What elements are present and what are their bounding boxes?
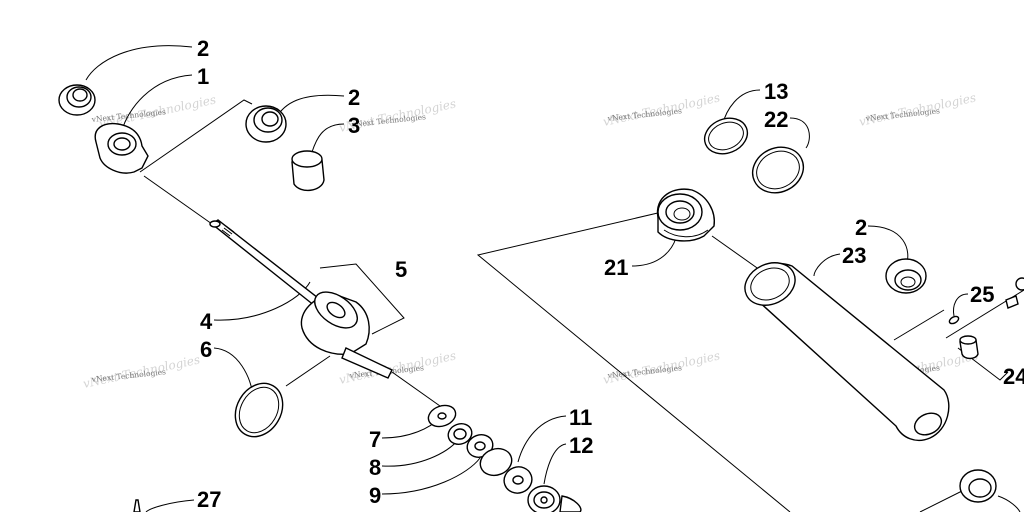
part-cap-bottom-right — [959, 469, 1021, 512]
callout-13: 13 — [764, 79, 788, 104]
leader-line — [381, 457, 481, 495]
part-pin-25 — [948, 277, 1024, 325]
part-fitting-24 — [959, 335, 979, 360]
callout-2: 2 — [348, 85, 360, 110]
assembly-bracket — [319, 263, 405, 335]
leader-line — [381, 439, 459, 467]
part-washer-8 — [447, 423, 473, 445]
callout-5: 5 — [395, 257, 407, 282]
part-oring-22 — [751, 146, 805, 194]
part-cap-2-top-left — [58, 84, 96, 116]
axis-line — [893, 309, 945, 341]
axis-line — [711, 235, 761, 271]
callout-2: 2 — [855, 215, 867, 240]
callout-11: 11 — [569, 405, 592, 430]
callout-2: 2 — [197, 36, 209, 61]
part-cap-2-middle — [245, 105, 287, 143]
leader-line — [285, 355, 331, 387]
callout-3: 3 — [348, 113, 360, 138]
part-cap-2-right — [885, 258, 927, 294]
callout-22: 22 — [764, 107, 788, 132]
part-tip-27 — [133, 499, 141, 512]
callout-7: 7 — [369, 427, 381, 452]
callout-4: 4 — [200, 309, 213, 334]
leader-line — [631, 237, 677, 267]
leader-line — [85, 45, 193, 81]
part-clamp-1 — [94, 122, 149, 174]
part-ring-13 — [703, 117, 749, 155]
leader-line — [517, 415, 567, 463]
leader-line — [789, 117, 810, 149]
part-washer-11 — [503, 466, 533, 494]
leader-line — [311, 123, 345, 153]
part-piston-5 — [300, 291, 393, 379]
callout-24: 24 — [1003, 364, 1024, 389]
part-bearing-cap-21 — [656, 188, 715, 242]
callout-8: 8 — [369, 455, 381, 480]
leader-line — [813, 253, 841, 277]
axis-line — [919, 487, 969, 512]
axis-line — [143, 175, 213, 225]
assembly-bracket — [139, 99, 253, 173]
leader-line — [121, 74, 193, 131]
axis-line — [391, 371, 441, 407]
assembly-bracket — [476, 211, 791, 512]
callout-23: 23 — [842, 243, 866, 268]
part-oring-6 — [234, 382, 284, 438]
callout-25: 25 — [970, 282, 994, 307]
callout-1: 1 — [197, 64, 209, 89]
part-washer-10 — [479, 447, 513, 477]
part-washer-9 — [466, 434, 494, 458]
callout-labels: 2 1 2 3 5 4 6 7 8 9 11 12 13 22 21 2 23 … — [197, 36, 1024, 512]
callout-21: 21 — [604, 255, 628, 280]
leader-line — [953, 293, 969, 317]
leader-line — [543, 443, 567, 485]
callout-9: 9 — [369, 483, 381, 508]
part-body-23 — [744, 262, 950, 442]
callout-6: 6 — [200, 337, 212, 362]
callout-27: 27 — [197, 487, 221, 512]
part-valve-12 — [527, 485, 582, 512]
part-spacer-3 — [291, 150, 325, 191]
leader-line — [213, 347, 253, 391]
callout-12: 12 — [569, 433, 593, 458]
leader-line — [145, 499, 195, 512]
leader-line — [275, 94, 345, 119]
part-washer-7 — [427, 404, 457, 428]
